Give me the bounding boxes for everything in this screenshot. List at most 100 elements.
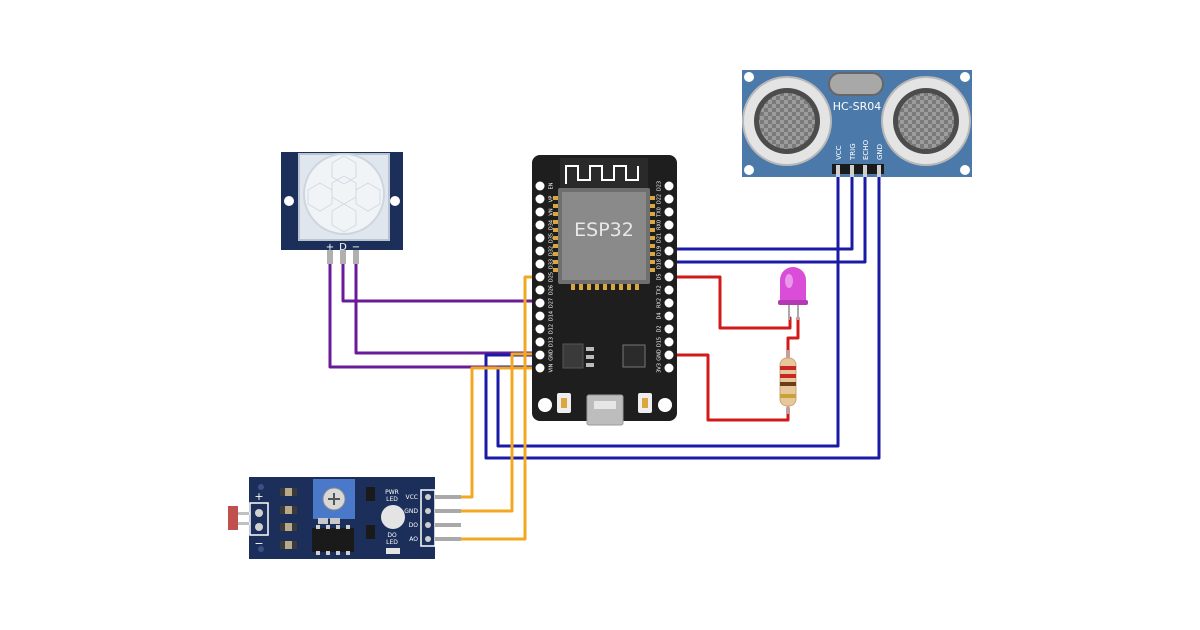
pir-pin-label-data: D [339,242,347,253]
esp32-pin-label: D4 [657,312,663,319]
esp32-pin-label: D19 [657,246,663,256]
wire-led-signal [668,275,792,330]
wire-pir-data [341,260,542,303]
resistor [779,350,797,414]
esp32-pin-label: D32 [549,246,555,256]
led [778,267,808,320]
hc-sr04-label: HC-SR04 [833,100,882,113]
esp32-pin-d14[interactable] [535,311,545,321]
esp32-pin-label: GND [549,349,555,361]
esp32-right-header: D23D22TX0RX0D21D19D18D5TX2RX2D4D2D15GND3… [657,181,674,373]
esp32-pin-label: D27 [549,298,555,308]
pir-pin-label-plus: + [326,242,334,253]
esp32-pin-d33[interactable] [535,259,545,269]
esp32-pin-en[interactable] [535,181,545,191]
wire-resistor-gnd [668,353,790,422]
esp32-pin-gnd[interactable] [535,350,545,360]
esp32-pin-d25[interactable] [535,272,545,282]
esp32-pin-label: GND [657,349,663,361]
led-bulb-icon [780,267,806,304]
comparator-chip-icon [312,528,354,552]
wire-sr04-gnd [484,173,881,460]
esp32-pin-label: VIN [549,363,555,372]
esp32-pin-d35[interactable] [535,233,545,243]
esp32-pin-label: D26 [549,285,555,295]
esp32-pin-label: TX2 [657,285,663,296]
wire-led-resistor [786,316,800,362]
esp32-pin-d15[interactable] [664,337,674,347]
esp32-pin-d12[interactable] [535,324,545,334]
esp32-pin-label: D12 [549,324,555,334]
pir-pin-label-minus: − [352,242,360,253]
esp32-pin-gnd[interactable] [664,350,674,360]
esp32-pin-label: D5 [657,273,663,280]
esp32-pin-d2[interactable] [664,324,674,334]
esp32-pin-label: VP [549,196,555,202]
sr04-pin-trig: TRIG [849,143,857,161]
esp32-pin-vp[interactable] [535,194,545,204]
esp32-pin-d21[interactable] [664,233,674,243]
esp32-pin-tx0[interactable] [664,207,674,217]
wire-pir-vcc [328,260,542,369]
esp32-pin-d4[interactable] [664,311,674,321]
esp32-pin-label: TX0 [657,207,663,218]
esp32-pin-label: D34 [549,220,555,230]
esp32-pin-label: EN [549,182,555,189]
ldr-pin-gnd: GND [404,508,418,515]
sr04-pin-vcc: VCC [835,145,843,160]
do-led-label-2: LED [386,539,398,546]
screw-slot-icon [328,493,340,505]
esp32-pin-d5[interactable] [664,272,674,282]
ldr-pin-vcc: VCC [406,494,418,501]
do-led-label-1: DO [387,532,397,539]
esp32-pin-d26[interactable] [535,285,545,295]
hc-sr04-sensor: HC-SR04 VCC TRIG ECHO GND [742,70,972,177]
esp32-pin-label: RX2 [657,298,663,308]
esp32-pin-3v3[interactable] [664,363,674,373]
pwr-led-label-1: PWR [385,489,399,496]
esp32-pin-label: D33 [549,259,555,269]
wire-pir-gnd [354,260,542,355]
esp32-pin-label: D14 [549,311,555,321]
esp32-pin-label: D15 [657,337,663,347]
esp32-pin-label: VN [549,208,555,215]
sr04-pin-echo: ECHO [862,139,870,160]
esp32-pin-label: 3V3 [657,363,663,373]
esp32-pin-tx2[interactable] [664,285,674,295]
esp32-pin-d34[interactable] [535,220,545,230]
esp32-pin-d18[interactable] [664,259,674,269]
esp32-pin-label: RX0 [657,220,663,230]
esp32-pin-d27[interactable] [535,298,545,308]
ldr-minus-label: − [254,537,263,550]
wire-sr04-trig [668,173,854,251]
esp32-pin-rx0[interactable] [664,220,674,230]
esp32-board: ESP32 ENVPVND34D35D32D33D25D26D27D14D12D… [532,155,677,426]
esp32-chip-label: ESP32 [574,219,634,241]
ldr-module: + − PWR LED DO [228,477,461,559]
micro-usb-port[interactable] [586,394,624,426]
esp32-pin-label: D35 [549,233,555,243]
esp32-pin-d32[interactable] [535,246,545,256]
esp32-pin-label: D21 [657,233,663,243]
esp32-pin-d13[interactable] [535,337,545,347]
ldr-plus-label: + [254,490,263,503]
crystal-icon [828,72,884,96]
pir-sensor: + D − [281,152,403,264]
esp32-pin-label: D25 [549,272,555,282]
esp32-pin-d23[interactable] [664,181,674,191]
ldr-pin-do: DO [409,522,419,529]
esp32-pin-label: D22 [657,194,663,204]
wire-ldr-vcc [458,366,542,499]
esp32-pin-vn[interactable] [535,207,545,217]
photoresistor-icon [228,506,238,530]
esp32-pin-rx2[interactable] [664,298,674,308]
esp32-pin-vin[interactable] [535,363,545,373]
ldr-pin-ao: AO [409,536,418,543]
esp32-pin-label: D2 [657,325,663,332]
esp32-pin-label: D18 [657,259,663,269]
esp32-pin-d19[interactable] [664,246,674,256]
esp32-pin-d22[interactable] [664,194,674,204]
esp32-pin-label: D13 [549,337,555,347]
